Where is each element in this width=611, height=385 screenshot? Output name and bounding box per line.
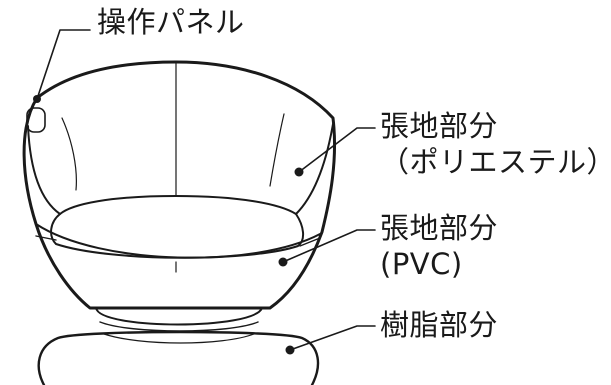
base-neck-ring-lower [103, 333, 255, 344]
chair-back-outer-outline [22, 60, 337, 310]
seat-side-band-left [35, 235, 57, 241]
chair-back-inner-edge-right [295, 123, 334, 215]
leader-polyester [298, 127, 376, 173]
leader-operation-panel [36, 29, 91, 100]
leader-resin [289, 325, 376, 351]
leader-pvc [282, 229, 376, 263]
label-upholstery-pvc-line1: 張地部分 [380, 211, 499, 245]
quilt-line-right [269, 113, 285, 187]
seat-front-band [35, 223, 321, 259]
quilt-line-left [61, 117, 77, 191]
base-platform [37, 330, 320, 385]
base-neck-ring [99, 321, 259, 332]
seat-side-band-right [299, 237, 321, 247]
label-upholstery-polyester: 張地部分 （ポリエステル） [380, 108, 611, 180]
base-neck [95, 307, 263, 326]
label-operation-panel: 操作パネル [97, 5, 245, 39]
chair-back-inner-edge-left [27, 125, 61, 215]
label-resin-part: 樹脂部分 [380, 308, 499, 342]
label-upholstery-polyester-line1: 張地部分 [380, 109, 499, 143]
operation-panel [26, 107, 46, 133]
seat-cushion [50, 195, 304, 259]
label-upholstery-pvc: 張地部分 (PVC) [380, 210, 498, 282]
label-upholstery-polyester-line2: （ポリエステル） [380, 145, 611, 179]
label-upholstery-pvc-line2: (PVC) [380, 247, 463, 281]
